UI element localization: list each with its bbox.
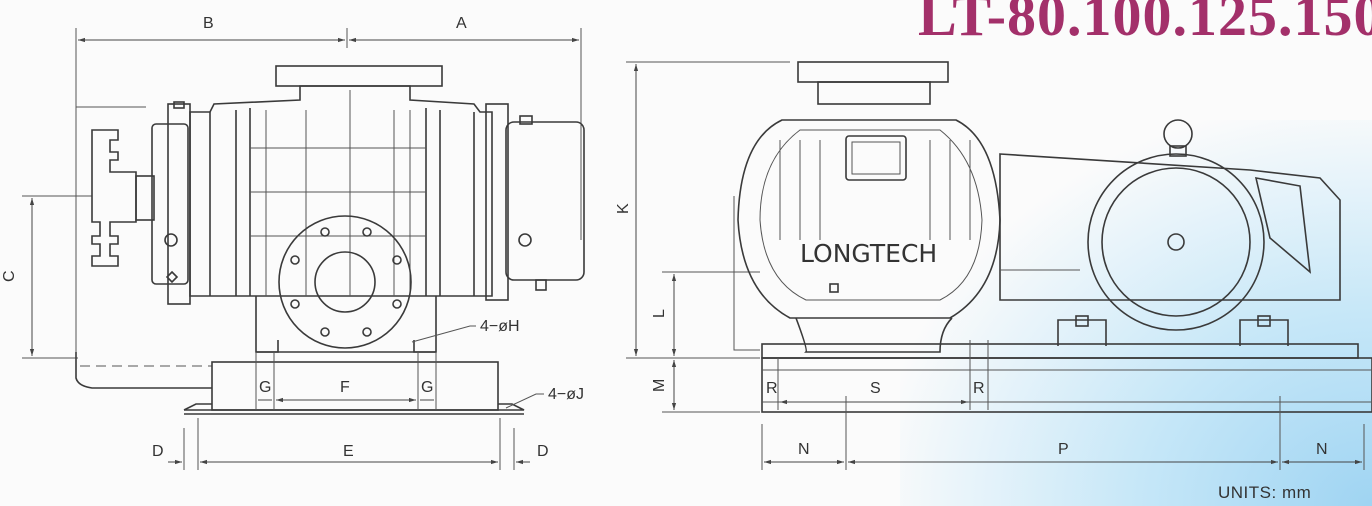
dim-N-right: N — [1316, 441, 1328, 458]
blower-body — [189, 85, 493, 297]
dim-N-left: N — [798, 441, 810, 458]
dim-A: A — [456, 15, 467, 32]
dim-K: K — [615, 203, 632, 214]
dim-P: P — [1058, 441, 1069, 458]
dim-S: S — [870, 380, 881, 397]
dim-F: F — [340, 379, 350, 396]
hole-J-callout: 4−øJ — [548, 386, 584, 403]
dim-G-right: G — [421, 379, 433, 396]
motor — [1087, 153, 1265, 331]
outlet-flange — [278, 215, 412, 349]
brand-label: LONGTECH — [800, 239, 937, 268]
dim-D-right: D — [537, 443, 549, 460]
hole-H-callout: 4−øH — [480, 318, 520, 335]
dim-L: L — [651, 309, 668, 318]
blower-side — [737, 119, 1001, 319]
dim-G-left: G — [259, 379, 271, 396]
dim-R-right: R — [973, 380, 985, 397]
units-note: UNITS: mm — [1218, 483, 1312, 502]
dim-D-left: D — [152, 443, 164, 460]
dim-E: E — [343, 443, 354, 460]
dim-R-left: R — [766, 380, 778, 397]
dim-M: M — [651, 379, 668, 392]
side-view: K L M LONGTECH — [615, 61, 1372, 470]
front-view: B A C — [1, 15, 585, 470]
model-title: LT-80.100.125.150 — [918, 0, 1372, 48]
dim-B: B — [203, 15, 214, 32]
pulley — [91, 129, 137, 267]
top-flange — [275, 65, 443, 87]
dim-C: C — [1, 270, 18, 282]
